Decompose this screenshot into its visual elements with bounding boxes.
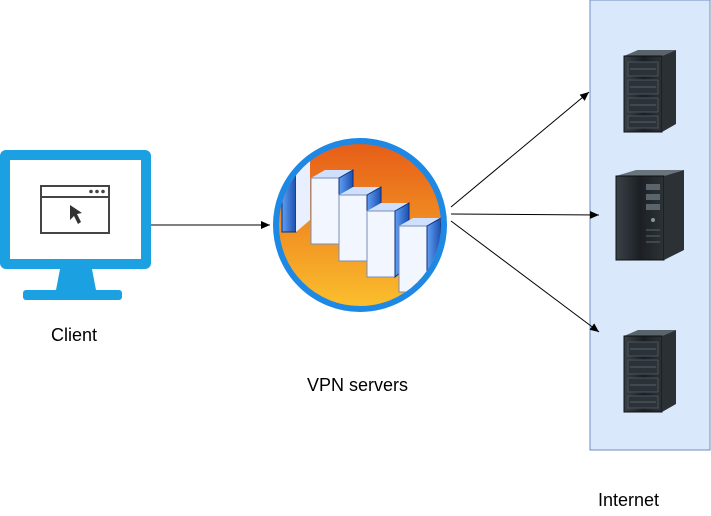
monitor-icon	[0, 150, 151, 300]
server-cluster-icon	[273, 138, 447, 312]
edge-vpn-to-server-middle	[450, 210, 600, 219]
edge-vpn-to-server-top	[450, 91, 590, 208]
server-rack-icon	[623, 329, 677, 413]
vpn-servers-label: VPN servers	[307, 375, 409, 395]
internet-label: Internet	[598, 490, 660, 510]
client-label: Client	[51, 325, 98, 345]
edge-vpn-to-server-bottom	[450, 220, 600, 333]
cursor-icon	[70, 205, 82, 224]
server-tower-icon	[615, 170, 684, 261]
server-rack-icon	[623, 49, 677, 133]
